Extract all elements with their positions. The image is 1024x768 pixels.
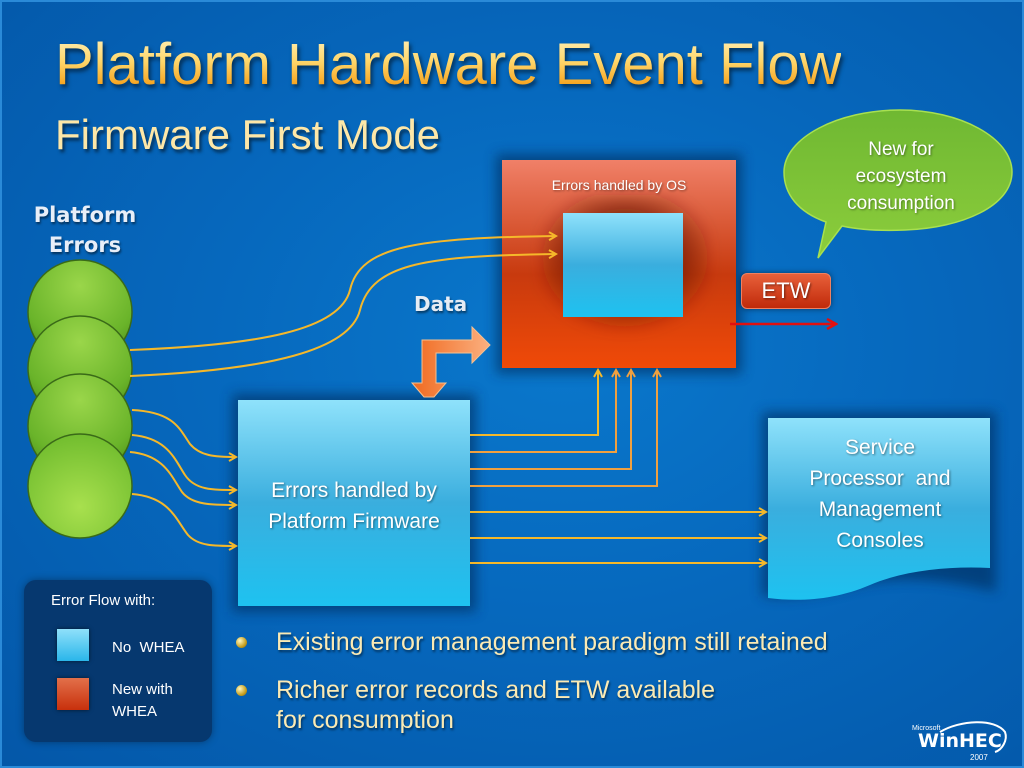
bullet-dot-icon	[236, 685, 247, 696]
service-box-label-line: Consoles	[836, 529, 924, 552]
service-box-label-line: Service	[844, 436, 916, 459]
flow-arrow-to-firmware	[131, 409, 236, 457]
logo-year: 2007	[970, 753, 988, 762]
slide-subtitle: Firmware First Mode	[55, 111, 441, 158]
legend-swatch-no-whea	[57, 629, 89, 661]
bullet-text: for consumption	[276, 706, 454, 734]
data-exchange-arrow	[410, 325, 491, 398]
firmware-box	[238, 400, 470, 606]
callout-text-line: New for	[868, 139, 934, 160]
bullet-item: Richer error records and ETW available f…	[236, 675, 936, 735]
bullet-text: Existing error management paradigm still…	[276, 628, 828, 656]
os-inner-legacy-box	[563, 213, 683, 317]
service-box	[768, 418, 990, 600]
winhec-logo: Microsoft WinHEC 2007	[910, 718, 1010, 762]
flow-arrow-to-firmware	[129, 451, 236, 505]
bullet-list: Existing error management paradigm still…	[236, 627, 936, 753]
etw-badge: ETW	[741, 273, 831, 309]
callout-text: New for ecosystem consumption	[816, 136, 986, 217]
flow-arrow-firmware-to-os	[470, 370, 631, 470]
service-box-label-line: Management	[818, 498, 942, 521]
data-label: Data	[414, 292, 468, 316]
firmware-box-label-line: Platform Firmware	[268, 510, 440, 533]
logo-name: WinHEC	[918, 730, 1002, 752]
legend-label-no-whea: No WHEA	[112, 639, 185, 656]
bullet-dot-icon	[236, 637, 247, 648]
legend-swatch-new-with-whea	[57, 678, 89, 710]
callout-bubble	[783, 109, 1013, 259]
callout-text-line: consumption	[847, 193, 955, 214]
flow-arrow-to-os	[129, 236, 556, 351]
slide-title: Platform Hardware Event Flow	[55, 30, 841, 100]
flow-arrow-to-firmware	[131, 493, 236, 546]
legend-label-line: New with	[112, 681, 173, 698]
flow-arrow-to-firmware	[131, 434, 236, 490]
bullet-text: Richer error records and ETW available	[276, 676, 716, 704]
bullet-item: Existing error management paradigm still…	[236, 627, 936, 657]
flow-arrow-firmware-to-os	[470, 370, 616, 453]
service-box-label-line: Processor and	[809, 467, 951, 490]
legend-label-new-with-whea: New with WHEA	[112, 679, 173, 723]
platform-error-node	[27, 433, 133, 539]
os-box-label: Errors handled by OS	[551, 177, 687, 193]
callout-text-line: ecosystem	[855, 166, 947, 187]
platform-errors-label: Platform Errors	[20, 200, 150, 260]
service-box-label: Service Processor and Management Console…	[770, 432, 990, 556]
logo-swoosh-icon	[939, 721, 1007, 753]
flow-arrow-to-os	[129, 254, 556, 377]
flow-arrow-firmware-to-os	[470, 370, 657, 487]
legend-label-line: WHEA	[112, 703, 157, 720]
platform-errors-label-line: Platform	[33, 203, 137, 227]
logo-company: Microsoft	[912, 725, 941, 732]
firmware-box-label-line: Errors handled by	[271, 479, 437, 502]
legend-panel: Error Flow with: No WHEA New with WHEA	[24, 580, 212, 742]
firmware-box-label: Errors handled by Platform Firmware	[238, 475, 470, 537]
platform-errors-label-line: Errors	[48, 233, 122, 257]
flow-arrow-firmware-to-os	[470, 370, 598, 436]
legend-title: Error Flow with:	[51, 592, 156, 609]
